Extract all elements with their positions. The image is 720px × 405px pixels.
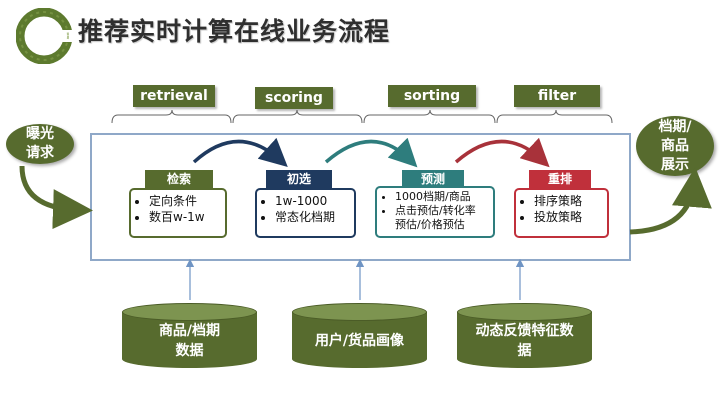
stage-predict-box: 1000档期/商品 点击预估/转化率 预估/价格预估 bbox=[375, 186, 495, 238]
page-title: 推荐实时计算在线业务流程 bbox=[78, 17, 391, 46]
brace-sorting bbox=[363, 109, 496, 124]
output-arrow bbox=[629, 167, 712, 235]
database-feedback: 动态反馈特征数 据 bbox=[457, 303, 592, 368]
stage-initial-item: 1w-1000 bbox=[275, 193, 348, 209]
stage-retrieval-title: 检索 bbox=[145, 170, 213, 188]
stage-initial-title: 初选 bbox=[266, 170, 332, 188]
stage-predict-item: 1000档期/商品 bbox=[395, 190, 487, 204]
brace-scoring bbox=[232, 109, 363, 124]
input-arrow bbox=[19, 165, 93, 230]
brace-filter bbox=[496, 109, 613, 124]
arrow-initial-to-predict bbox=[324, 137, 418, 168]
stage-retrieval-item: 定向条件 bbox=[149, 193, 219, 209]
database-user-label: 用户/货品画像 bbox=[314, 333, 405, 349]
logo-icon bbox=[16, 8, 72, 64]
database-user: 用户/货品画像 bbox=[292, 303, 427, 368]
database-product: 商品/档期 数据 bbox=[122, 303, 257, 368]
stage-initial-box: 1w-1000 常态化档期 bbox=[255, 188, 356, 238]
phase-scoring: scoring bbox=[255, 87, 333, 109]
database-product-label: 商品/档期 数据 bbox=[158, 323, 221, 359]
arrow-retrieval-to-initial bbox=[192, 137, 288, 168]
database-feedback-label: 动态反馈特征数 据 bbox=[475, 323, 574, 359]
brace-retrieval bbox=[111, 109, 232, 124]
stage-rerank-item: 投放策略 bbox=[534, 209, 601, 225]
phase-filter: filter bbox=[514, 85, 600, 107]
stage-rerank-title: 重排 bbox=[529, 170, 591, 188]
stage-retrieval-item: 数百w-1w bbox=[149, 209, 219, 225]
stage-retrieval-box: 定向条件 数百w-1w bbox=[129, 188, 227, 238]
input-oval: 曝光 请求 bbox=[6, 124, 74, 164]
arrow-predict-to-rerank bbox=[454, 137, 550, 168]
stage-predict-title: 预测 bbox=[402, 170, 464, 188]
stage-rerank-box: 排序策略 投放策略 bbox=[514, 188, 609, 238]
output-oval: 档期/ 商品 展示 bbox=[636, 116, 714, 176]
stage-predict-item: 点击预估/转化率 预估/价格预估 bbox=[395, 204, 487, 232]
phase-retrieval: retrieval bbox=[133, 85, 215, 107]
phase-sorting: sorting bbox=[388, 85, 476, 107]
stage-initial-item: 常态化档期 bbox=[275, 209, 348, 225]
stage-rerank-item: 排序策略 bbox=[534, 193, 601, 209]
